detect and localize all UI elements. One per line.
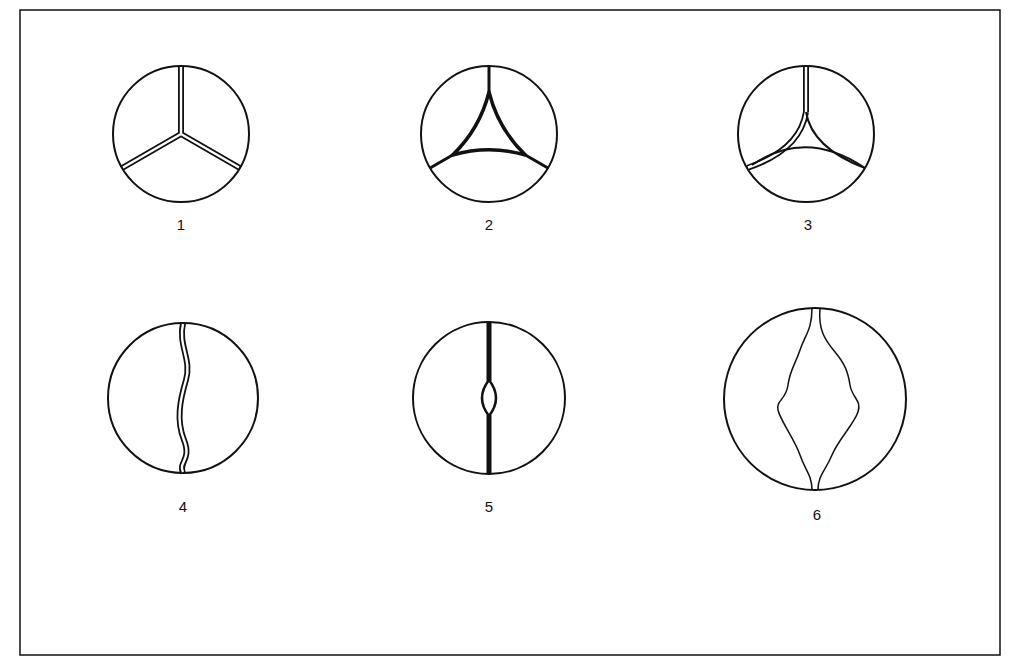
valve-closed-bicuspid <box>108 323 258 473</box>
figure-number-slot: 6 <box>813 507 821 522</box>
valve-open-tricuspid <box>421 66 557 202</box>
leaflet-edge <box>752 147 865 168</box>
commissure-line <box>122 66 240 168</box>
valve-ring <box>724 308 906 490</box>
leaflet-edge <box>818 308 859 490</box>
commissure-gap <box>180 324 188 472</box>
valve-ring <box>413 322 565 474</box>
valve-closed-tricuspid <box>113 66 249 202</box>
figure-number-slot: 2 <box>485 217 493 232</box>
figure-number-slot: 3 <box>804 217 812 232</box>
valve-orifice <box>453 92 526 155</box>
commissure-line <box>430 66 548 168</box>
leaflet-edge <box>806 112 865 168</box>
figure-number: 2 <box>485 217 493 232</box>
figure-number: 6 <box>813 507 821 522</box>
commissure-line <box>180 323 188 473</box>
valve-ring <box>113 66 249 202</box>
figure-number-slot: 1 <box>177 217 185 232</box>
commissure-gap <box>123 67 239 168</box>
valve-partly-open <box>738 66 874 202</box>
valve-open-bicuspid <box>724 308 906 490</box>
figure-frame <box>20 10 1000 655</box>
valve-ring <box>108 323 258 473</box>
figure-number: 3 <box>804 217 812 232</box>
figure-number: 5 <box>485 499 493 514</box>
valve-slit-bicuspid <box>413 322 565 474</box>
leaflet-edge <box>778 308 812 490</box>
valve-ring <box>421 66 557 202</box>
figure-number: 1 <box>177 217 185 232</box>
figure-number-slot: 5 <box>485 499 493 514</box>
figure-number: 4 <box>179 499 187 514</box>
valve-orifice <box>482 380 496 416</box>
figure-number-slot: 4 <box>179 499 187 514</box>
valve-ring <box>738 66 874 202</box>
